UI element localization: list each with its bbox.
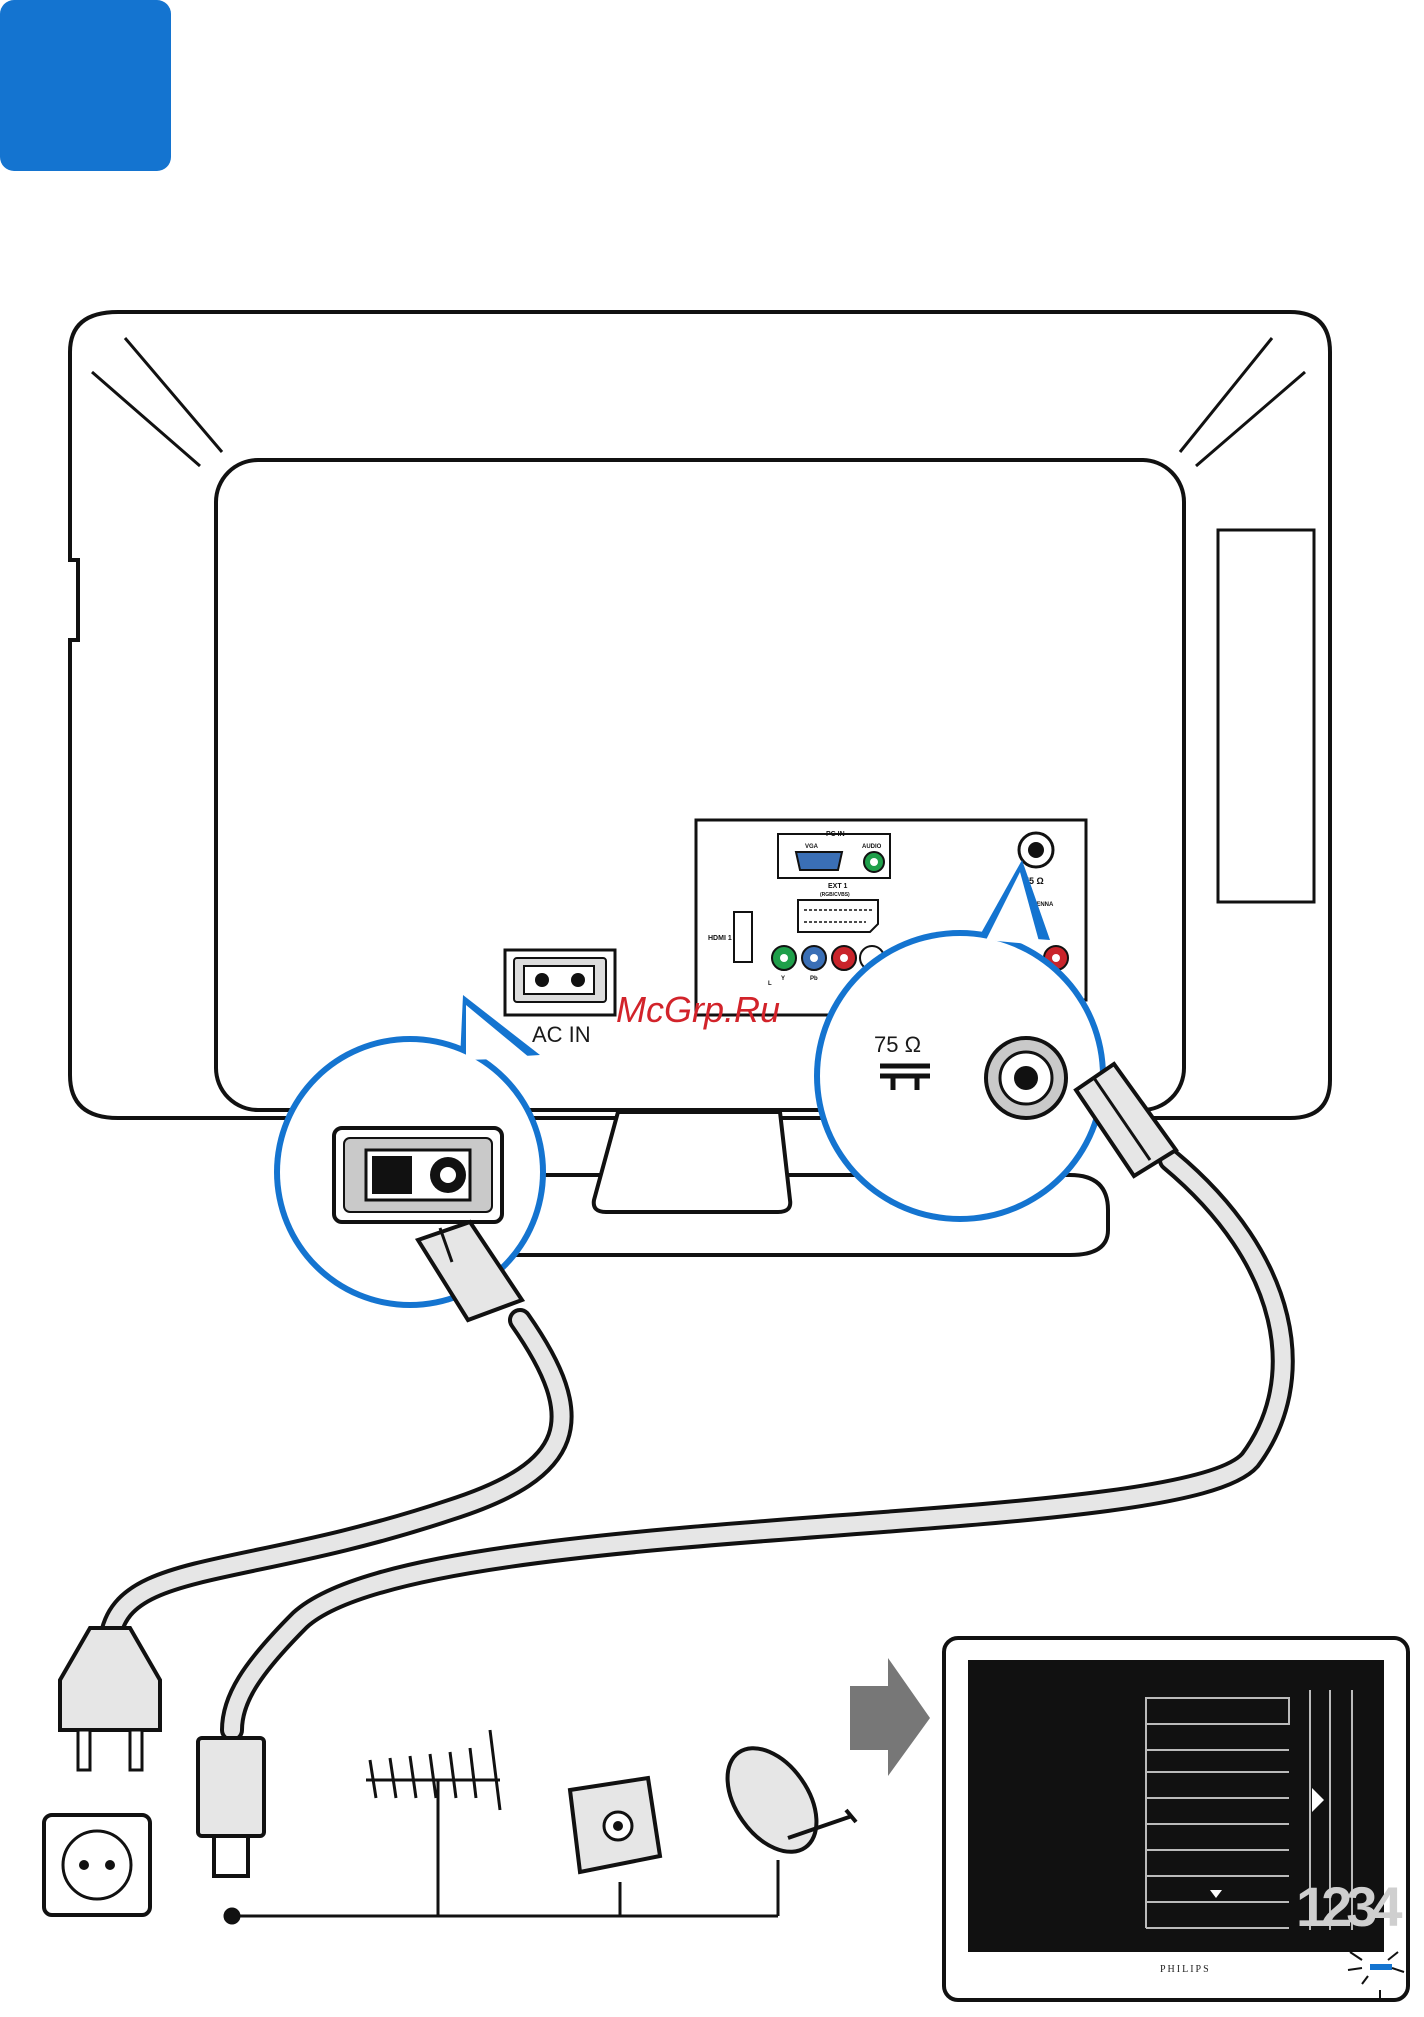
vga-label: VGA — [805, 844, 819, 850]
jack-pb-label: Pb — [810, 976, 818, 982]
arrow-right-icon — [850, 1658, 930, 1776]
power-plug-icon — [60, 1628, 160, 1770]
vga-port — [796, 852, 842, 870]
step-badge — [0, 0, 171, 171]
jack-l-label: L — [768, 981, 772, 987]
ext1-sub-label: (RGB/CVBS) — [820, 892, 850, 898]
satellite-dish-icon — [709, 1732, 856, 1868]
tv-brand: PHILIPS — [1160, 1964, 1211, 1975]
ext1-label: EXT 1 — [828, 883, 848, 890]
channel-digits: 1234 — [1296, 1875, 1402, 1938]
ac-in-label: AC IN — [532, 1022, 591, 1047]
signal-source-line — [225, 1780, 778, 1923]
front-tv: 1234 PHILIPS — [944, 1638, 1408, 2000]
ac-in-callout — [274, 995, 546, 1320]
pc-in-label: PC IN — [826, 831, 845, 838]
audio-label: AUDIO — [862, 844, 882, 850]
antenna-icon — [366, 1730, 500, 1810]
hdmi-port — [734, 912, 752, 962]
scart-port — [798, 900, 878, 932]
watermark: McGrp.Ru — [616, 989, 780, 1030]
power-led — [1370, 1964, 1392, 1970]
wall-antenna-socket-icon — [570, 1778, 660, 1872]
power-socket-icon — [44, 1815, 150, 1915]
hdmi1-label: HDMI 1 — [708, 935, 732, 942]
ac-in-socket: AC IN — [505, 950, 615, 1047]
ohm-label: 75 Ω — [874, 1032, 921, 1057]
jack-y-label: Y — [781, 976, 785, 982]
coax-plug-icon — [198, 1738, 264, 1876]
